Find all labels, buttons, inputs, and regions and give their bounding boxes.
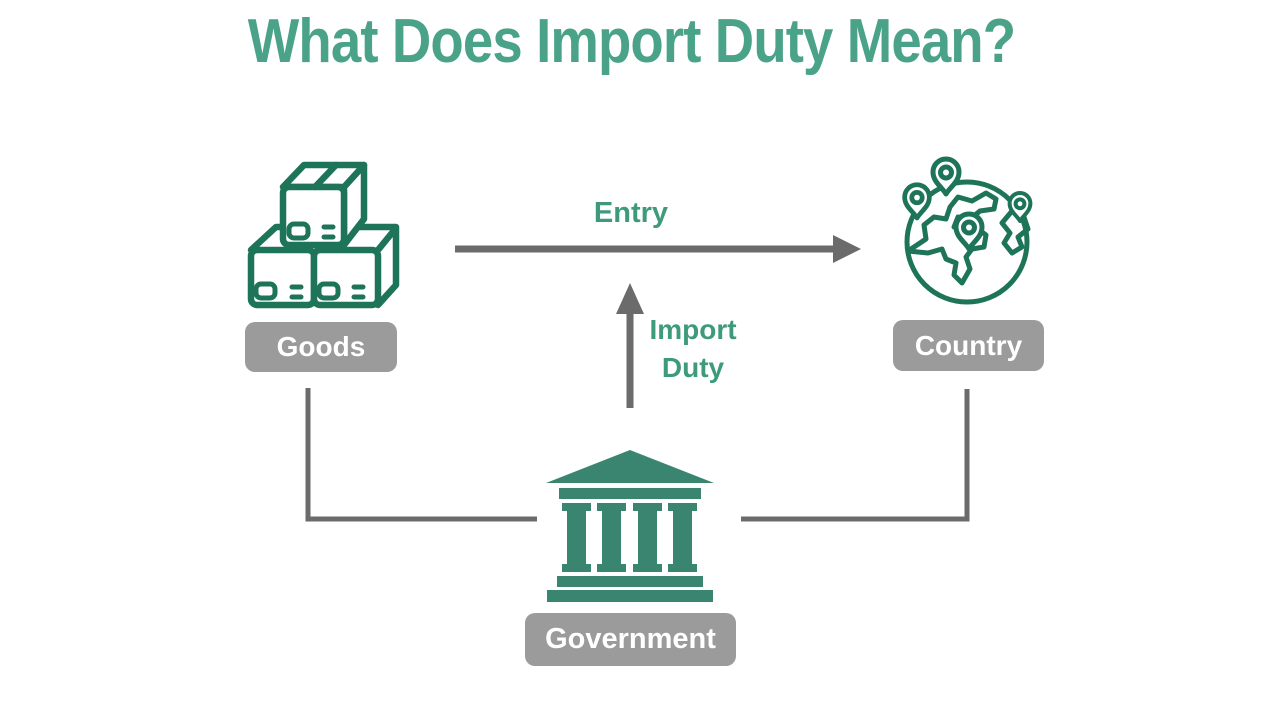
boxes-stack-icon bbox=[247, 161, 400, 309]
building-columns bbox=[562, 503, 697, 572]
entry-arrow bbox=[455, 235, 861, 263]
entry-label: Entry bbox=[593, 197, 669, 229]
government-label: Government bbox=[525, 613, 736, 666]
page-title: What Does Import Duty Mean? bbox=[247, 7, 1016, 76]
goods-label-text: Goods bbox=[276, 331, 366, 362]
goods-label: Goods bbox=[245, 322, 397, 372]
government-building-icon bbox=[546, 450, 714, 602]
country-government-connector bbox=[741, 389, 970, 522]
import-duty-label: Import Duty bbox=[649, 314, 737, 383]
goods-government-connector bbox=[305, 388, 537, 522]
map-pin-icon bbox=[1010, 193, 1031, 221]
country-label-text: Country bbox=[914, 329, 1023, 361]
globe-location-pins-icon bbox=[900, 155, 1036, 305]
government-label-text: Government bbox=[545, 623, 716, 655]
country-label: Country bbox=[893, 320, 1044, 371]
map-pin-icon bbox=[905, 185, 930, 218]
map-pin-icon bbox=[956, 214, 982, 249]
